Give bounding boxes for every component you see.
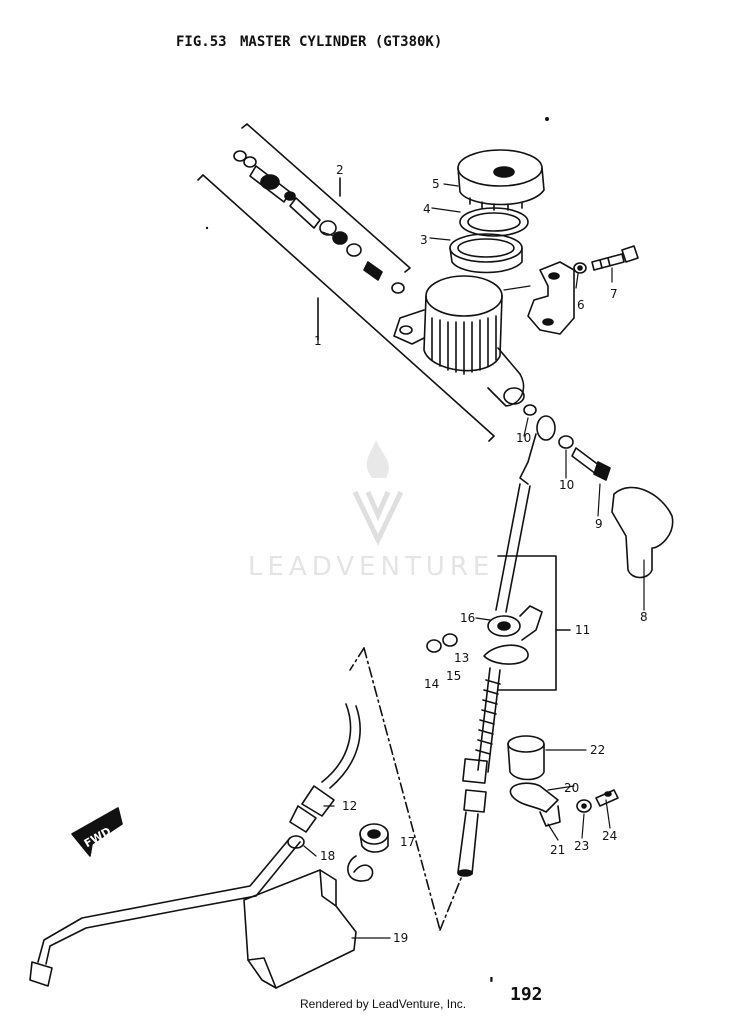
union-bolt-assy	[519, 404, 611, 485]
union-boot	[611, 486, 674, 579]
hose-clamp-20	[509, 782, 561, 827]
callout-5: 5	[432, 177, 440, 191]
washer-23	[576, 799, 592, 813]
callout-18: 18	[320, 849, 335, 863]
master-cylinder-body	[393, 275, 525, 407]
page-mark: '	[486, 974, 497, 995]
grommet	[359, 823, 389, 853]
speck	[545, 117, 549, 121]
callout-17: 17	[400, 835, 415, 849]
callout-3: 3	[420, 233, 428, 247]
page-number: 192	[510, 984, 543, 1005]
brake-hose-12	[289, 703, 361, 833]
callout-13: 13	[454, 651, 469, 665]
reservoir-plate	[449, 233, 523, 274]
brake-hose-upper	[495, 483, 531, 613]
callout-19: 19	[393, 931, 408, 945]
callout-4: 4	[423, 202, 431, 216]
callout-22: 22	[590, 743, 605, 757]
cushion-22	[507, 735, 545, 781]
piston-kit-parts	[233, 150, 405, 294]
pipe-cover	[243, 869, 357, 989]
bracket-part-2	[241, 123, 411, 273]
pipe-clip	[347, 855, 374, 882]
callout-9: 9	[595, 517, 603, 531]
figure-title: MASTER CYLINDER (GT380K)	[240, 34, 442, 50]
rendered-by-credit: Rendered by LeadVenture, Inc.	[300, 997, 466, 1011]
callout-20: 20	[564, 781, 579, 795]
handlebar-clamp	[527, 261, 587, 335]
callout-24: 24	[602, 829, 617, 843]
callout-16: 16	[460, 611, 475, 625]
callout-7: 7	[610, 287, 618, 301]
flame-v-logo-icon	[352, 440, 404, 546]
callout-2: 2	[336, 163, 344, 177]
screw-24	[595, 789, 619, 807]
reservoir-cap	[457, 149, 545, 211]
reservoir-diaphragm	[459, 207, 529, 237]
callout-8: 8	[640, 610, 648, 624]
callout-10b: 10	[559, 478, 574, 492]
brake-hose-lower	[457, 667, 501, 877]
speck	[205, 226, 209, 230]
callout-11: 11	[575, 623, 590, 637]
brake-pipe	[29, 835, 305, 987]
bracket-part-1	[197, 174, 495, 442]
bracket-part-11	[497, 555, 571, 691]
callout-14: 14	[424, 677, 439, 691]
hose-bracket	[426, 605, 543, 665]
callout-10a: 10	[516, 431, 531, 445]
leader-lines	[303, 183, 645, 939]
watermark: LEADVENTURE	[248, 440, 494, 582]
callout-1: 1	[314, 334, 322, 348]
callout-numbers: 1 2 3 4 5 6 7 8 9 10 10 11 12 13 14 15 1…	[314, 163, 648, 945]
callout-21: 21	[550, 843, 565, 857]
routing-lines	[349, 647, 463, 931]
callout-12: 12	[342, 799, 357, 813]
callout-6: 6	[577, 298, 585, 312]
watermark-text: LEADVENTURE	[248, 552, 494, 582]
clamp-bolt	[591, 245, 639, 271]
callout-15: 15	[446, 669, 461, 683]
figure-number: FIG.53	[176, 34, 227, 50]
forward-direction-badge	[71, 807, 123, 857]
callout-23: 23	[574, 839, 589, 853]
